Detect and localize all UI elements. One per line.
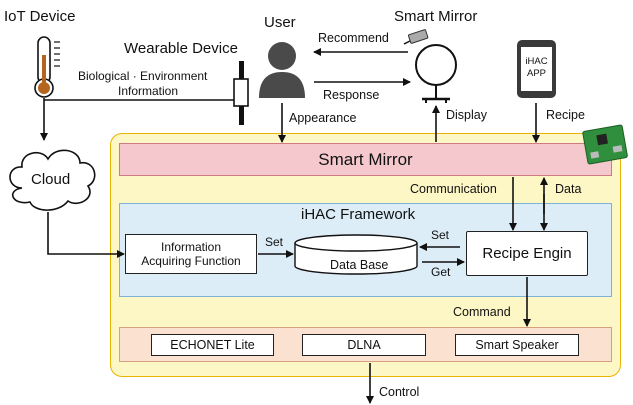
appearance-label: Appearance [289, 111, 357, 125]
database-label: Data Base [330, 258, 389, 272]
display-label: Display [446, 108, 487, 122]
wearable-device-icon [233, 61, 249, 125]
cloud-shape [9, 149, 96, 211]
smart-mirror-bar: Smart Mirror [119, 143, 612, 176]
get-right-label: Get [431, 265, 451, 279]
tablet-icon [517, 40, 556, 98]
bio-env-info-line1: Biological · Environment [78, 69, 208, 83]
protocol-dlna-box: DLNA [302, 334, 426, 356]
command-label: Command [453, 305, 511, 319]
set-left-label: Set [265, 235, 284, 249]
data-label: Data [555, 182, 582, 196]
circuit-board-icon [582, 124, 628, 165]
info-func-line1: Information [160, 240, 222, 254]
thermometer-icon [34, 36, 60, 98]
recommend-label: Recommend [318, 31, 389, 45]
recipe-label: Recipe [546, 108, 585, 122]
communication-label: Communication [410, 182, 497, 196]
ihac-app-line2: APP [526, 68, 546, 79]
control-label: Control [379, 385, 420, 399]
set-right-label: Set [431, 228, 450, 242]
bio-env-info-line2: Information [118, 84, 179, 98]
user-icon [259, 42, 305, 98]
wearable-device-label: Wearable Device [124, 40, 238, 57]
protocol-smart-speaker-label: Smart Speaker [475, 338, 559, 352]
framework-title: iHAC Framework [301, 206, 416, 223]
ihac-app-line1: iHAC [525, 56, 548, 67]
camera-icon [403, 29, 429, 45]
protocol-smart-speaker-box: Smart Speaker [455, 334, 579, 356]
protocol-echonet-box: ECHONET Lite [151, 334, 274, 356]
cloud-label: Cloud [31, 171, 71, 188]
user-label: User [264, 14, 296, 31]
smart-mirror-label: Smart Mirror [394, 8, 478, 25]
iot-device-label: IoT Device [4, 8, 76, 25]
recipe-engine-label: Recipe Engin [482, 245, 572, 262]
response-label: Response [323, 88, 380, 102]
recipe-engine-box: Recipe Engin [466, 231, 588, 276]
info-func-line2: Acquiring Function [141, 254, 241, 268]
info-acquiring-function-box: Information Acquiring Function [125, 234, 257, 274]
smart-mirror-icon [415, 44, 457, 103]
smart-mirror-bar-label: Smart Mirror [318, 149, 413, 169]
database-cylinder [294, 234, 418, 275]
protocol-echonet-label: ECHONET Lite [170, 338, 255, 352]
protocol-dlna-label: DLNA [347, 338, 381, 352]
